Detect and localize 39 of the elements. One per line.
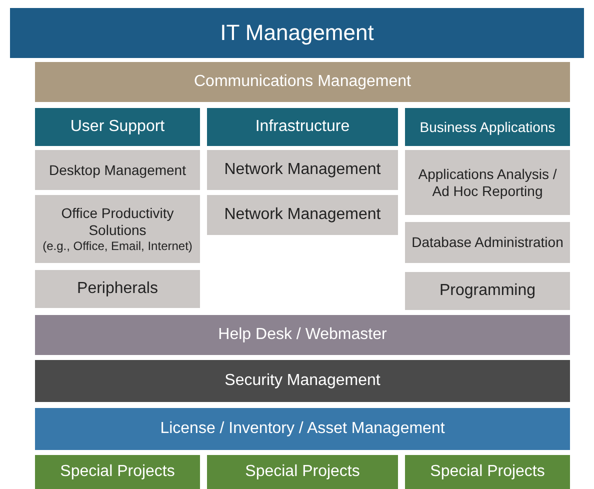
box-label: Network Management [224,160,381,180]
service-box [207,195,398,235]
box-label: Special Projects [245,462,360,482]
box-label: User Support [70,117,165,137]
box-label: License / Inventory / Asset Management [160,419,445,439]
column-header [405,108,570,146]
band [35,360,570,402]
service-box [405,222,570,263]
service-box [35,195,200,263]
box-label: Communications Management [194,72,411,92]
box-label: Applications Analysis / Ad Hoc Reporting [417,166,558,200]
box-label: Infrastructure [255,117,350,137]
service-box [207,150,398,190]
box-label: Programming [439,281,536,301]
box-label: Special Projects [430,462,545,482]
band [35,408,570,450]
box-note: (e.g., Office, Email, Internet) [42,238,192,253]
column-header [207,108,398,146]
service-box [35,270,200,308]
box-label: IT Management [220,20,374,46]
box-label: Database Administration [412,234,564,251]
box-label: Peripherals [77,279,158,299]
band [405,455,570,489]
band [35,315,570,355]
column-header [35,108,200,146]
service-box [35,150,200,190]
service-box [405,272,570,310]
box-label: Security Management [224,371,380,391]
band [35,62,570,102]
band [35,455,200,489]
box-label: Network Management [224,205,381,225]
box-label: Help Desk / Webmaster [218,325,387,345]
box-label: Special Projects [60,462,175,482]
service-box [405,150,570,215]
band [207,455,398,489]
box-label: Desktop Management [49,162,186,178]
box-label: Business Applications [420,118,556,136]
box-label: Office Productivity Solutions [60,205,175,239]
band-heading [10,8,584,58]
